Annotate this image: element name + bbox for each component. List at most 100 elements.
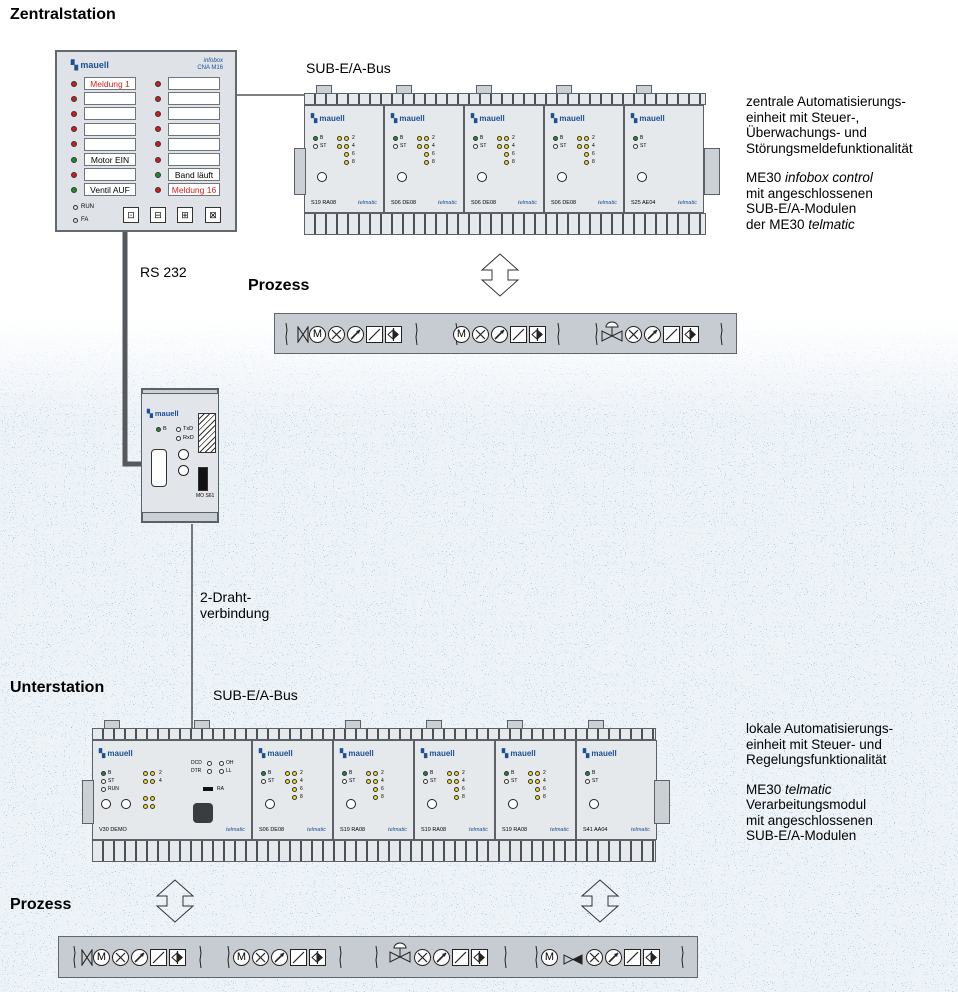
module-io-label: 2 — [592, 135, 595, 141]
rail-top-tab — [104, 720, 120, 729]
bowtie-valve-icon — [297, 325, 309, 344]
rail-top-tab — [396, 85, 412, 94]
right-message-field — [168, 137, 220, 151]
module-io-label: 8 — [300, 794, 303, 800]
module-io-led — [584, 160, 589, 165]
module-led-label: ST — [511, 778, 518, 784]
description-top: zentrale Automatisierungs- einheit mit S… — [746, 94, 913, 232]
module-name: S19 RA08 — [502, 827, 528, 833]
right-message-led — [155, 141, 161, 148]
v30-signal-label: DCD — [191, 760, 202, 766]
module-brand-logo: ▚ mauell — [502, 749, 536, 758]
module-name: S06 DE08 — [471, 200, 497, 206]
module-address-knob[interactable] — [397, 172, 407, 182]
lamp-icon — [472, 326, 489, 343]
module-io-label: 8 — [432, 159, 435, 165]
right-message-field — [168, 77, 220, 90]
panel-info-line1: infobox — [203, 58, 223, 64]
module-io-led — [454, 795, 459, 800]
module-io-led — [424, 160, 429, 165]
separator-wave — [199, 945, 202, 969]
motor-label: M — [236, 951, 247, 963]
gauge-icon — [605, 949, 622, 966]
panel-button-2[interactable]: ⊟ — [150, 207, 166, 223]
module-address-knob[interactable] — [121, 799, 131, 809]
lamp-cross — [589, 952, 600, 963]
diode-icon — [682, 326, 699, 343]
module-name: S41 AA04 — [583, 827, 608, 833]
rail-end-bracket — [654, 779, 670, 825]
module-io-led — [292, 779, 297, 784]
left-message-field: Meldung 1 — [84, 77, 136, 90]
diode-icon — [471, 949, 488, 966]
left-message-field: Motor EIN — [84, 153, 136, 166]
module-led-label: ST — [640, 143, 647, 149]
module-led-label: ST — [560, 143, 567, 149]
separator-wave — [227, 945, 230, 969]
module-io-led — [584, 136, 589, 141]
rail-bottom-cap — [92, 840, 656, 862]
module-address-knob[interactable] — [427, 799, 437, 809]
gauge-needle — [134, 952, 145, 963]
module-io-label: 2 — [381, 770, 384, 776]
module-led-label: ST — [430, 778, 437, 784]
prozess-label-top: Prozess — [248, 277, 310, 294]
pipe-valve-shape — [563, 954, 583, 965]
separator-mark — [339, 945, 342, 969]
panel-info: infobox CNA M16 — [197, 58, 223, 72]
module-brand-logo: ▚ mauell — [551, 114, 585, 123]
left-message-led — [71, 141, 77, 148]
module-led-label: B — [349, 770, 353, 776]
panel-button-4[interactable]: ⊠ — [205, 207, 221, 223]
module-address-knob[interactable] — [637, 172, 647, 182]
module-led-label: B — [430, 770, 434, 776]
bus-label-bottom: SUB-E/A-Bus — [213, 687, 298, 703]
module-telmatic: telmatic — [226, 827, 245, 833]
ifm-rotary-knob-1[interactable] — [178, 449, 189, 460]
ifm-rotary-knob-2[interactable] — [178, 465, 189, 476]
module-address-knob[interactable] — [477, 172, 487, 182]
module-address-knob[interactable] — [317, 172, 327, 182]
module-telmatic: telmatic — [631, 827, 650, 833]
module-io-led — [143, 796, 148, 801]
module-address-knob[interactable] — [557, 172, 567, 182]
module-led-label: B — [511, 770, 515, 776]
module-telmatic: telmatic — [469, 827, 488, 833]
rail-start-bracket — [294, 148, 306, 195]
switch-slash — [152, 951, 165, 964]
separator-wave — [285, 322, 288, 346]
lamp-cross — [331, 329, 342, 340]
separator-mark — [415, 322, 418, 346]
module-io-label: 6 — [592, 151, 595, 157]
left-message-led — [71, 110, 77, 117]
module-led — [633, 136, 638, 141]
module-address-knob[interactable] — [101, 799, 111, 809]
lamp-icon — [252, 949, 269, 966]
module-io-label: 2 — [159, 770, 162, 776]
ifm-dip-switch[interactable] — [198, 467, 208, 491]
switch-slash — [512, 328, 525, 341]
ra-switch[interactable] — [203, 787, 213, 791]
panel-button-3[interactable]: ⊞ — [177, 207, 193, 223]
module-io-label: 2 — [512, 135, 515, 141]
ifm-led-b — [156, 427, 161, 432]
switch-slash — [626, 951, 639, 964]
desc-italic: telmatic — [808, 216, 855, 232]
module-io-label: 4 — [543, 778, 546, 784]
module-io-led — [337, 144, 342, 149]
module-brand: mauell — [107, 749, 133, 758]
panel-button-1[interactable]: ⊡ — [123, 207, 139, 223]
module-address-knob[interactable] — [508, 799, 518, 809]
module-address-knob[interactable] — [589, 799, 599, 809]
module-address-knob[interactable] — [265, 799, 275, 809]
separator-mark — [557, 322, 560, 346]
module-led-label: ST — [349, 778, 356, 784]
module-io-led — [497, 144, 502, 149]
module-address-knob[interactable] — [346, 799, 356, 809]
v30-signal-label: OH — [226, 760, 234, 766]
module-io-label: 6 — [300, 786, 303, 792]
module-led — [473, 136, 478, 141]
